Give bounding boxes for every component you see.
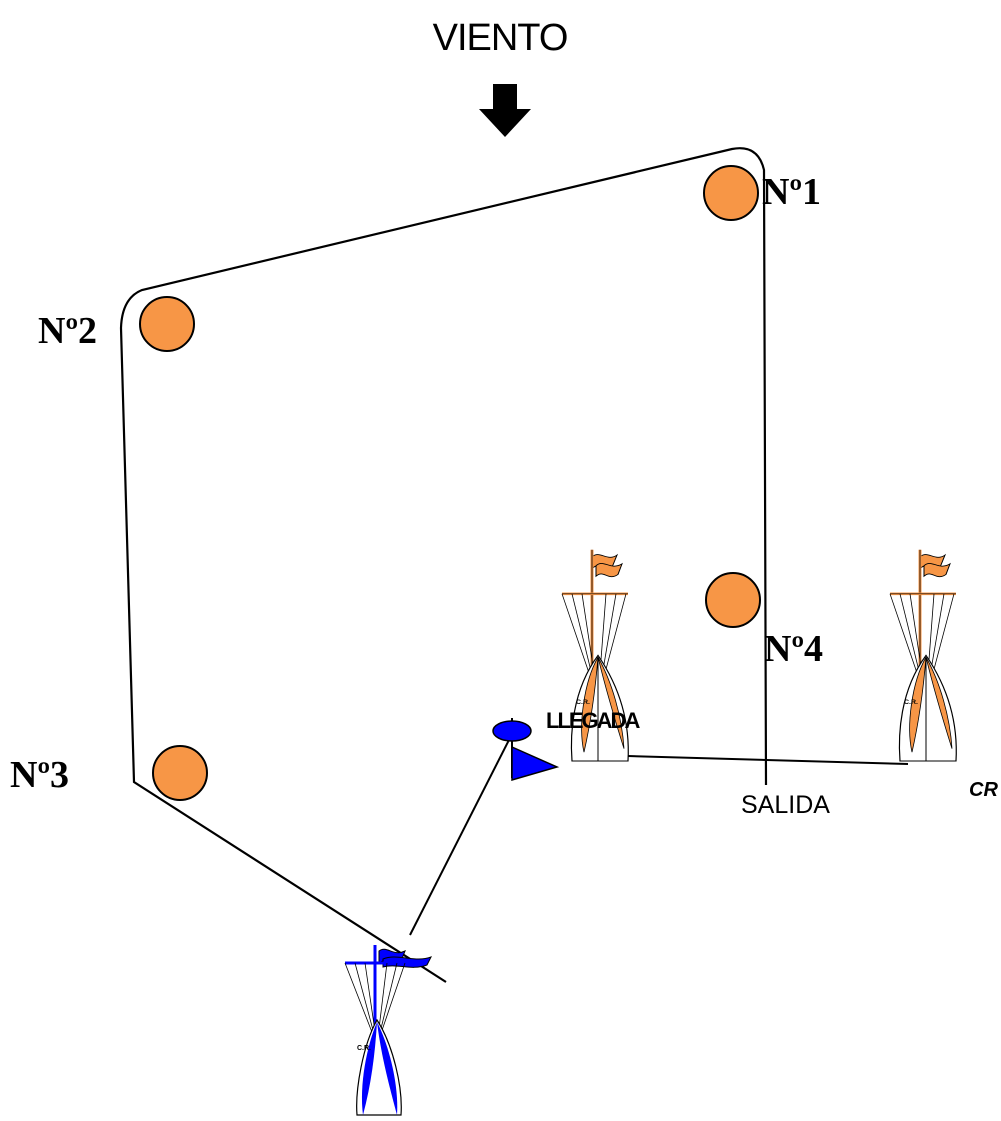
wind-arrow-icon — [479, 84, 531, 137]
committee-label: CR — [969, 779, 998, 801]
svg-text:C.R.: C.R. — [357, 1045, 371, 1052]
course-route-line — [119, 147, 768, 983]
wind-label: VIENTO — [433, 17, 568, 59]
start-line — [627, 755, 909, 765]
finish-label: LLEGADA — [546, 708, 640, 733]
start-boat-left-icon: C.R. — [560, 548, 630, 763]
finish-boat-icon: C.R. — [344, 945, 433, 1116]
mark-3-label: Nº3 — [10, 754, 69, 796]
mark-1-label: Nº1 — [762, 171, 821, 213]
finish-buoy-icon — [492, 720, 532, 742]
mark-2-label: Nº2 — [38, 310, 97, 352]
buoy-1-icon — [703, 165, 759, 221]
buoy-4-icon — [705, 572, 761, 628]
buoy-2-icon — [139, 296, 195, 352]
mark-4-label: Nº4 — [764, 628, 823, 670]
svg-text:C.R.: C.R. — [576, 699, 590, 706]
start-label: SALIDA — [741, 791, 830, 819]
buoy-3-icon — [152, 745, 208, 801]
finish-line — [409, 733, 513, 936]
start-boat-right-icon: C.R. — [888, 548, 958, 763]
svg-text:C.R.: C.R. — [904, 699, 918, 706]
